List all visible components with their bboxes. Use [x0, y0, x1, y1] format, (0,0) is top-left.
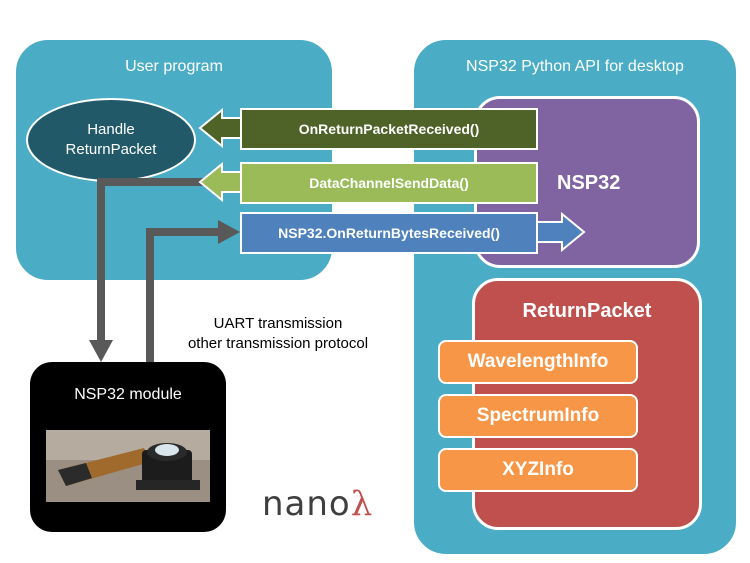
on-return-packet-received-call: OnReturnPacketReceived()	[240, 108, 538, 150]
xyz-info-item: XYZInfo	[438, 448, 638, 492]
handle-label-line2: ReturnPacket	[65, 141, 157, 158]
transmission-caption: UART transmission other transmission pro…	[168, 314, 388, 354]
lambda-symbol: λ	[350, 484, 374, 524]
logo-text: nano	[262, 484, 351, 524]
return-bytes-connector-arrowhead	[218, 220, 240, 244]
on-return-bytes-received-call: NSP32.OnReturnBytesReceived()	[240, 212, 538, 254]
return-packet-label: ReturnPacket	[522, 300, 652, 322]
handle-return-packet-node: Handle ReturnPacket	[26, 98, 196, 182]
return-bytes-arrow	[531, 211, 586, 253]
api-panel-title: NSP32 Python API for desktop	[466, 58, 684, 75]
wavelength-info-item: WavelengthInfo	[438, 340, 638, 384]
data-channel-send-data-call: DataChannelSendData()	[240, 162, 538, 204]
send-data-connector	[97, 178, 242, 340]
user-program-title: User program	[125, 58, 223, 75]
spectrum-info-item: SpectrumInfo	[438, 394, 638, 438]
nsp32-module-photo	[46, 430, 210, 502]
return-bytes-connector	[146, 228, 220, 362]
return-packet-arrow	[198, 107, 245, 149]
handle-label-line1: Handle	[87, 121, 135, 138]
nanolambda-logo: nanoλ	[262, 484, 373, 524]
transmission-line1: UART transmission	[213, 315, 343, 332]
send-data-arrow	[198, 161, 245, 203]
transmission-line2: other transmission protocol	[187, 335, 369, 352]
nsp32-module-title: NSP32 module	[74, 386, 182, 403]
send-data-connector-arrowhead	[89, 340, 113, 362]
nsp32-label: NSP32	[557, 172, 621, 194]
